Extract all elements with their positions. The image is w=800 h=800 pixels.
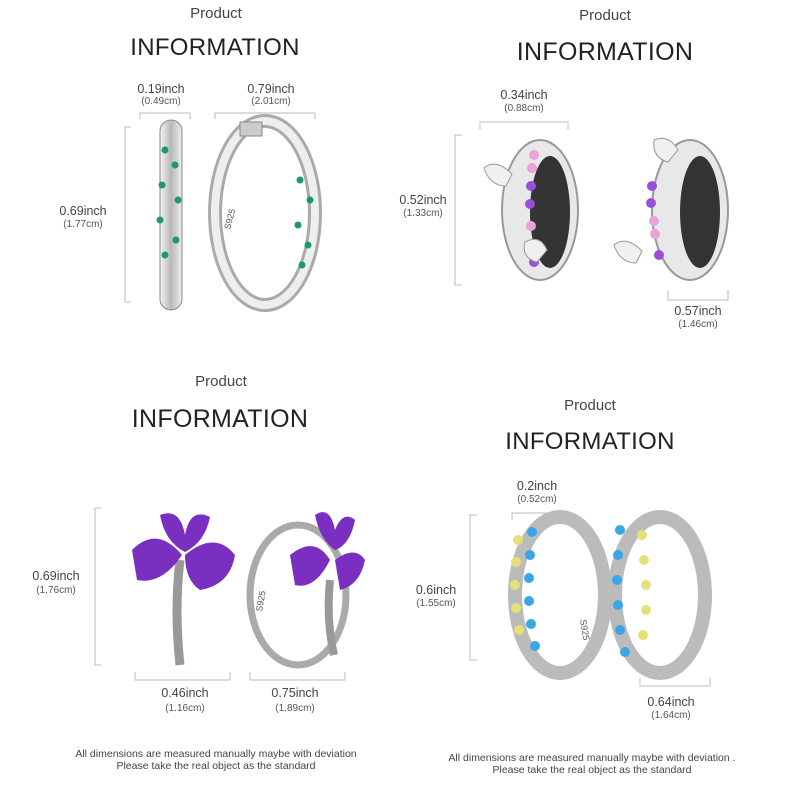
information-title: INFORMATION xyxy=(130,34,300,61)
product-label: Product xyxy=(564,397,616,414)
dim-diameter-cm: (2.01cm) xyxy=(251,96,291,107)
dim-width-inch: 0.19inch xyxy=(137,82,185,96)
dim-width-inch: 0.46inch xyxy=(161,686,209,700)
dim-height-cm: (1.77cm) xyxy=(63,219,103,230)
dim-height-inch: 0.69inch xyxy=(32,569,80,583)
disclaimer-left: All dimensions are measured manually may… xyxy=(75,748,356,772)
dim-height-inch: 0.52inch xyxy=(399,193,447,207)
disclaimer-line-2: Please take the real object as the stand… xyxy=(492,764,692,776)
disclaimer-line-1: All dimensions are measured manually may… xyxy=(75,748,357,760)
dim-diameter-cm: (1.89cm) xyxy=(275,703,315,714)
dim-width-cm: (1.16cm) xyxy=(165,703,205,714)
dim-diameter-inch: 0.57inch xyxy=(674,304,722,318)
disclaimer-line-1: All dimensions are measured manually may… xyxy=(448,752,736,764)
dim-diameter-cm: (1.46cm) xyxy=(678,319,718,330)
dim-width-cm: (0.49cm) xyxy=(141,96,181,107)
information-title: INFORMATION xyxy=(505,428,675,455)
information-title: INFORMATION xyxy=(131,405,309,433)
dim-height-cm: (1.76cm) xyxy=(36,585,76,596)
dim-width-cm: (0.88cm) xyxy=(504,103,544,114)
dim-diameter-inch: 0.75inch xyxy=(271,686,319,700)
dim-width-inch: 0.34inch xyxy=(500,88,548,102)
dim-width-inch: 0.2inch xyxy=(516,479,558,493)
disclaimer-right: All dimensions are measured manually may… xyxy=(448,752,735,776)
svg-text:S925: S925 xyxy=(254,590,268,612)
product-label: Product xyxy=(195,373,247,390)
dim-height-cm: (1.33cm) xyxy=(403,208,443,219)
dim-width-cm: (0.52cm) xyxy=(517,494,557,505)
product-label: Product xyxy=(579,7,631,24)
svg-text:S925: S925 xyxy=(578,619,592,641)
dim-height-inch: 0.69inch xyxy=(59,204,107,218)
dim-diameter-inch: 0.64inch xyxy=(647,695,695,709)
dim-height-inch: 0.6inch xyxy=(415,583,457,597)
disclaimer-line-2: Please take the real object as the stand… xyxy=(116,760,316,772)
dim-height-cm: (1.55cm) xyxy=(416,598,456,609)
dim-diameter-inch: 0.79inch xyxy=(247,82,295,96)
information-title: INFORMATION xyxy=(516,38,694,66)
dim-diameter-cm: (1.64cm) xyxy=(651,710,691,721)
product-label: Product xyxy=(190,5,242,22)
